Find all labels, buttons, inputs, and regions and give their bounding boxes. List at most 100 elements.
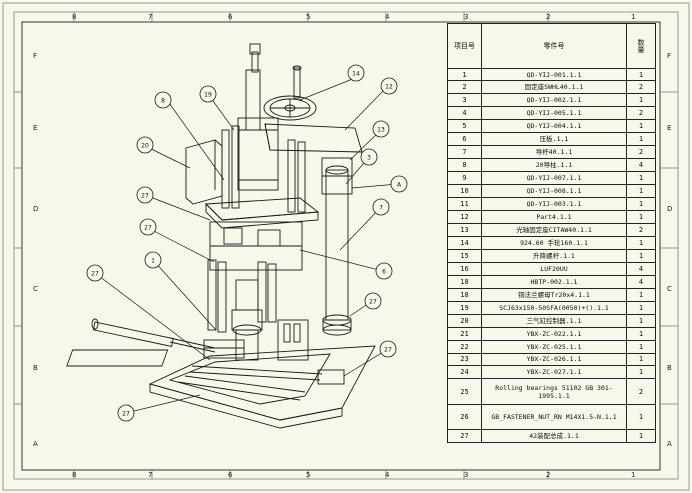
callout-balloon: 6 [375,262,393,280]
bom-cell-part: QD-YIJ-007.1.1 [481,171,627,186]
bom-cell-qty: 4 [626,274,656,289]
zone-col-label: 4 [385,471,390,479]
callout-label: 27 [369,299,377,306]
bom-cell-item: 20 [447,313,482,328]
callout-balloon: 27 [86,264,104,282]
bom-cell-qty: 1 [626,210,656,224]
callout-balloon: 27 [117,404,135,422]
zone-col-label: 5 [306,13,311,21]
bom-cell-qty: 1 [626,287,656,302]
bom-cell-item: 5 [447,119,482,134]
bom-cell-part: LUF20UU [481,261,627,276]
callout-balloon: 19 [199,85,217,103]
callout-label: 14 [352,71,360,78]
bom-cell-part: 导杆40.1.1 [481,145,627,160]
zone-row-label: B [667,364,672,372]
bom-cell-part: 三气缸控制器.1.1 [481,313,627,328]
zone-border [13,11,679,480]
top-beam [264,123,363,153]
bom-cell-part: 42装配总成.1.1 [481,429,627,443]
bom-cell-item: 18 [447,287,482,302]
callout-balloon: 7 [372,198,390,216]
bom-cell-qty: 1 [626,93,656,108]
bom-cell-item: 9 [447,171,482,186]
bom-cell-part: QD-YIJ-008.1.1 [481,184,627,199]
callout-balloon: 20 [136,136,154,154]
bom-cell-qty: 1 [626,365,656,380]
bom-cell-qty: 4 [626,158,656,173]
callout-label: 19 [204,92,212,99]
bom-cell-qty: 1 [626,67,656,82]
zone-col-label: 1 [631,13,636,21]
zone-col-label: 2 [546,471,551,479]
callout-balloon: A [390,175,408,193]
bom-cell-part: QD-YIJ-004.1.1 [481,119,627,134]
callout-balloon: 27 [379,340,397,358]
bom-cell-item: 14 [447,235,482,250]
bom-cell-item: 11 [447,197,482,212]
bom-cell-qty: 1 [626,403,656,431]
bom-cell-item: 13 [447,222,482,237]
control-box [185,139,223,205]
bom-cell-qty: 1 [626,339,656,354]
zone-col-label: 4 [385,13,390,21]
zone-row-label: A [667,440,672,448]
bom-cell-item: 8 [447,158,482,173]
bom-cell-qty: 2 [626,106,656,121]
bom-header-item: 项目号 [447,23,482,69]
bom-cell-qty: 1 [626,326,656,341]
zone-col-label: 3 [464,471,469,479]
callout-label: 20 [141,143,149,150]
zone-col-label: 8 [72,471,77,479]
bom-cell-qty: 1 [626,300,656,315]
bom-cell-part: YBX-ZC-022.1.1 [481,326,627,341]
callout-label: 6 [382,269,386,276]
bom-cell-item: 22 [447,339,482,354]
bom-cell-item: 2 [447,80,482,95]
callout-label: 3 [367,155,371,162]
zone-col-label: 7 [148,471,153,479]
bom-cell-part: QD-YIJ-005.1.1 [481,106,627,121]
bom-cell-item: 21 [447,326,482,341]
bom-header-qty: 数量 [626,23,656,69]
zone-row-label: E [33,124,38,132]
bom-cell-item: 16 [447,261,482,276]
bom-cell-qty: 1 [626,184,656,199]
zone-col-label: 8 [72,13,77,21]
callout-label: 13 [377,127,385,134]
bom-cell-item: 7 [447,145,482,160]
callout-balloon: 27 [364,292,382,310]
bom-cell-qty: 4 [626,261,656,276]
bom-cell-qty: 1 [626,235,656,250]
bom-cell-item: 24 [447,365,482,380]
bom-cell-part: QD-YIJ-003.1.1 [481,197,627,212]
zone-row-label: A [33,440,38,448]
callout-label: A [397,182,402,189]
bom-cell-part: Rolling bearings 51102 GB 301-1995.1.1 [481,378,627,405]
bom-cell-qty: 2 [626,378,656,405]
drawing-border [21,21,661,471]
bom-cell-part: QD-YIJ-002.1.1 [481,93,627,108]
bom-header-part: 零件号 [481,23,627,69]
zone-col-label: 7 [148,13,153,21]
bom-cell-qty: 2 [626,145,656,160]
callout-balloon: 3 [360,148,378,166]
handwheel [263,95,317,121]
bom-cell-part: HBTP-002.1.1 [481,274,627,289]
bom-cell-qty: 2 [626,80,656,95]
bom-cell-item: 4 [447,106,482,121]
